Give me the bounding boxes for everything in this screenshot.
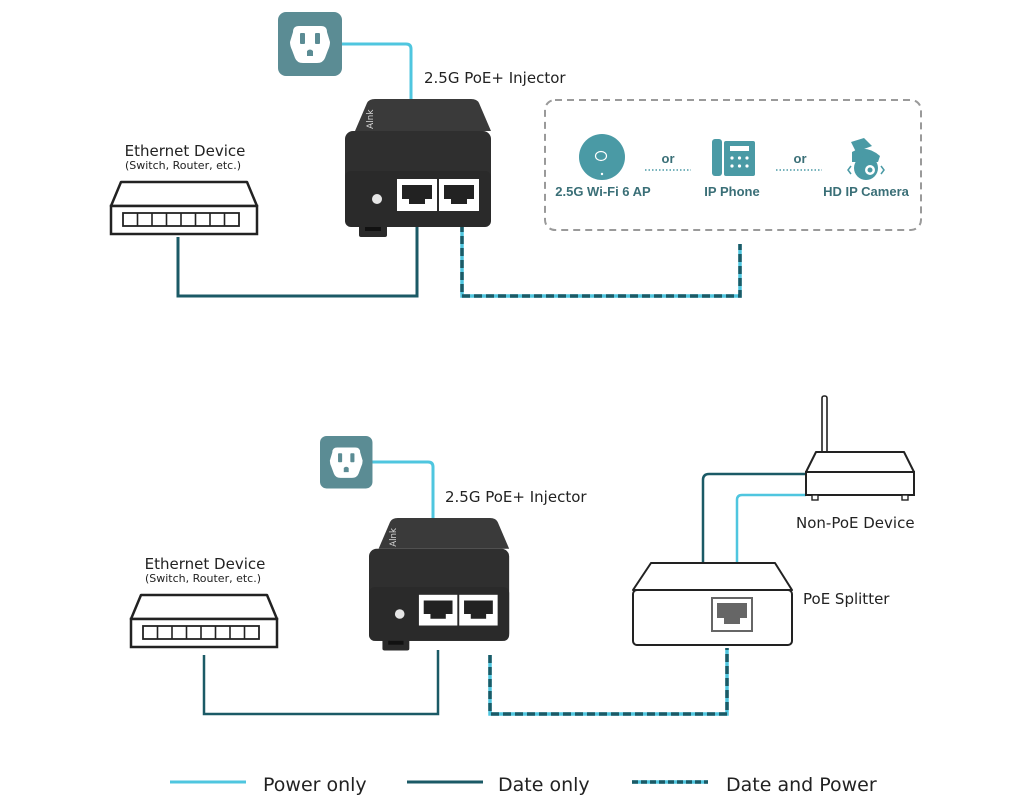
data-power-cable-top (460, 224, 742, 298)
ethernet-device-subtitle: (Switch, Router, etc.) (145, 572, 261, 585)
top-diagram: 2.5G PoE+ Injector Ethernet Device (Swit… (109, 12, 922, 298)
ethernet-device-title: Ethernet Device (125, 142, 246, 160)
data-cable-bottom (202, 650, 440, 716)
router-icon (805, 395, 915, 501)
legend: Power only Date only Date and Power (170, 774, 877, 796)
bottom-diagram: 2.5G PoE+ Injector Ethernet Device (Swit… (129, 395, 915, 716)
legend-label: Date and Power (726, 774, 877, 796)
ip-camera-icon (847, 138, 885, 180)
legend-item-power-only: Power only (170, 774, 367, 796)
legend-item-data-only: Date only (407, 774, 590, 796)
splitter-data-cable (701, 472, 806, 563)
injector-label: 2.5G PoE+ Injector (424, 69, 566, 87)
network-switch-icon (109, 180, 259, 236)
poe-devices-box (544, 99, 922, 231)
power-outlet-icon (320, 436, 373, 489)
power-cable-bottom (372, 460, 435, 520)
poe-splitter-icon (632, 562, 793, 646)
power-outlet-icon (278, 12, 342, 76)
poe-injector-icon (345, 99, 491, 237)
splitter-label: PoE Splitter (803, 590, 890, 608)
legend-item-data-and-power: Date and Power (632, 774, 877, 796)
power-cable-top (342, 42, 413, 100)
splitter-power-cable (735, 493, 806, 565)
access-point-icon (579, 134, 625, 180)
injector-label: 2.5G PoE+ Injector (445, 488, 587, 506)
poe-injector-icon (369, 518, 510, 651)
poe-device-label: 2.5G Wi-Fi 6 AP (555, 184, 651, 199)
legend-label: Date only (498, 774, 590, 796)
ethernet-device-subtitle: (Switch, Router, etc.) (125, 159, 241, 172)
poe-device-label: HD IP Camera (823, 184, 910, 199)
legend-label: Power only (263, 774, 367, 796)
ethernet-device-title: Ethernet Device (145, 555, 266, 573)
data-power-cable-bottom (488, 648, 729, 716)
data-cable-top (176, 224, 419, 298)
non-poe-device-label: Non-PoE Device (796, 514, 915, 532)
or-separator: or (794, 151, 807, 166)
or-separator: or (662, 151, 675, 166)
network-switch-icon (129, 593, 279, 649)
ip-phone-icon (712, 139, 755, 176)
poe-device-label: IP Phone (704, 184, 759, 199)
